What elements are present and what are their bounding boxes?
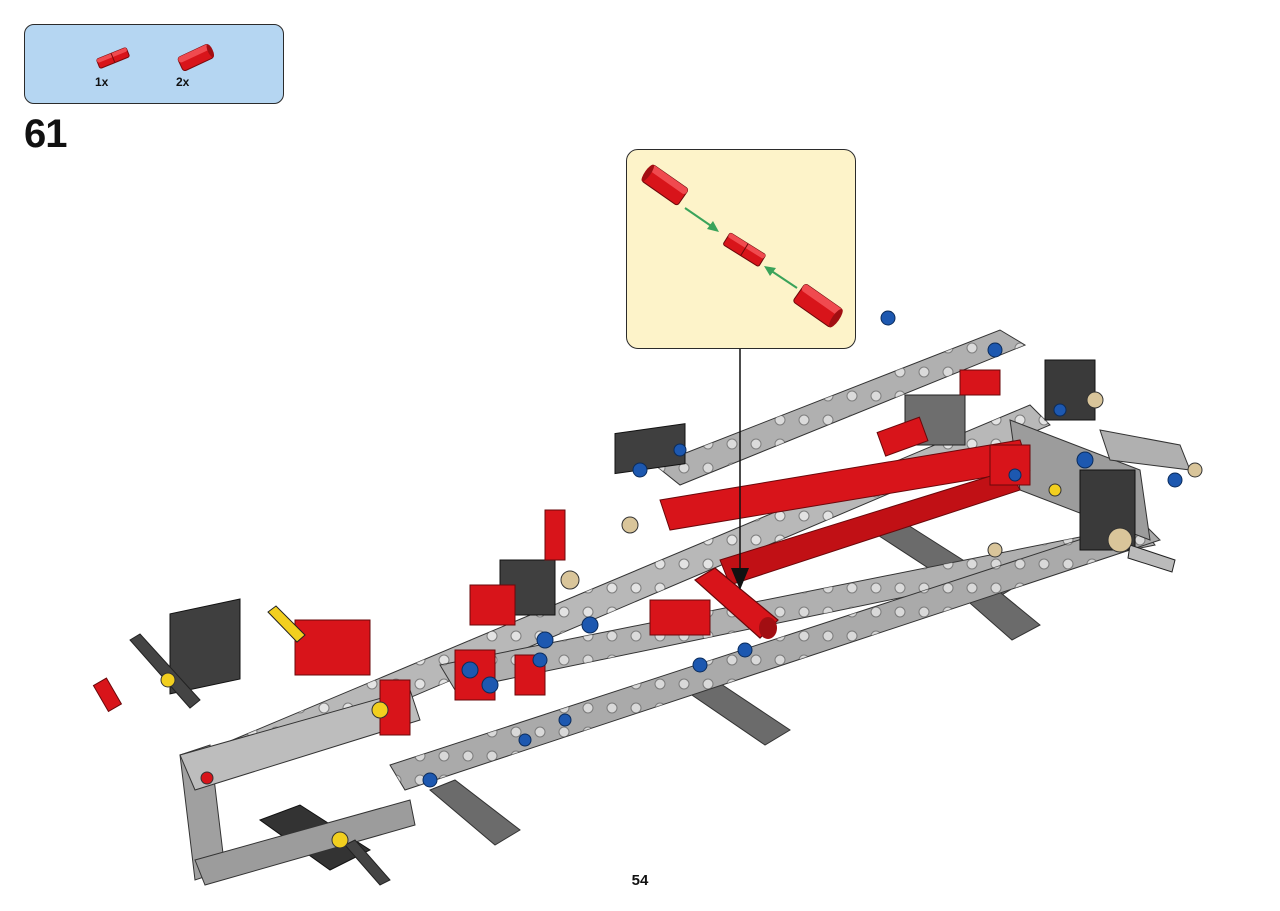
red-axle-connector-small-icon [96, 47, 130, 69]
green-assembly-arrow-icon [764, 266, 798, 289]
callout-pointer-arrow [731, 348, 749, 590]
sub-assembly-callout [626, 149, 856, 349]
step-number: 61 [24, 112, 67, 156]
page-number: 54 [631, 872, 649, 889]
sub-assembly-diagram [641, 164, 843, 328]
parts-count-1: 1x [95, 75, 109, 89]
red-axle-connector-large-icon [641, 164, 689, 206]
blue-pins [422, 310, 1183, 788]
dark-blocks [169, 359, 1136, 695]
parts-list-box: 1x 2x [24, 24, 284, 104]
red-axle-connector-small-icon [723, 232, 766, 267]
green-assembly-arrow-icon [684, 207, 719, 232]
red-axle-connector-large-icon [793, 284, 843, 328]
accent-pieces [160, 391, 1203, 849]
red-parts [92, 369, 1031, 736]
red-axle-connector-large-icon [177, 44, 215, 72]
axles [129, 544, 1176, 886]
parts-count-2: 2x [176, 75, 190, 89]
